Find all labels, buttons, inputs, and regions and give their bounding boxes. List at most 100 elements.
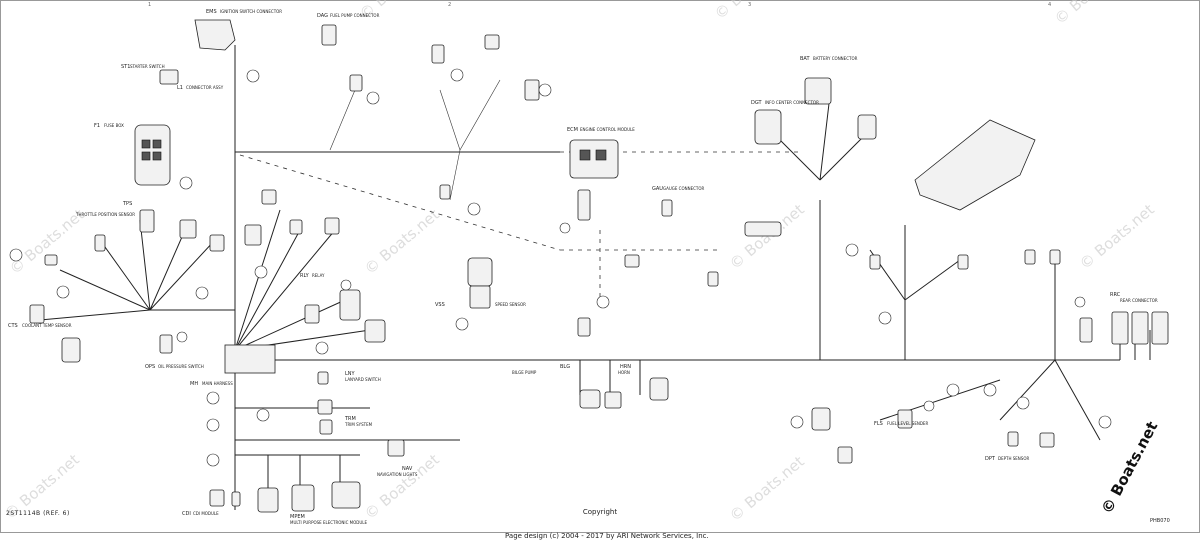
component-label: BATTERY CONNECTOR — [813, 56, 858, 61]
component-code: BLG — [560, 364, 570, 370]
callout-circle — [538, 83, 552, 97]
callout-circle — [206, 391, 220, 405]
watermark: © Boats.net — [1076, 200, 1158, 273]
connector-icon — [331, 481, 361, 509]
logo-text: © Boats.net — [1098, 420, 1160, 517]
connector-icon — [1079, 317, 1093, 343]
connector-icon — [289, 219, 303, 235]
component-label: HORN — [618, 370, 630, 375]
component-label: FUEL LEVEL SENDER — [887, 421, 928, 426]
component-code: DPT — [985, 456, 996, 462]
sensor-icon — [661, 199, 673, 217]
reference-code: PHB070 — [1150, 518, 1170, 524]
connector-icon — [577, 317, 591, 337]
callout-circle — [315, 341, 329, 355]
relay-icon — [339, 289, 361, 321]
copyright-line: Copyright — [582, 508, 618, 516]
component-code: CDI — [182, 511, 191, 517]
branch-right-fan — [769, 94, 871, 181]
oil-switch-icon — [159, 334, 173, 354]
connector-icon — [439, 184, 451, 200]
callout-circle — [983, 383, 997, 397]
component-code: FLS — [874, 421, 883, 427]
component-label: COOLANT TEMP SENSOR — [22, 323, 72, 328]
connector-icon — [44, 254, 58, 266]
callout-circle — [256, 408, 270, 422]
connector-icon — [179, 219, 197, 239]
connector-icon — [1024, 249, 1036, 265]
grid-tick: 1 — [148, 2, 152, 8]
component-label: INFO CENTER CONNECTOR — [765, 100, 819, 105]
component-code: HRN — [620, 364, 631, 370]
component-code: NAV — [402, 466, 413, 472]
callout-circle — [455, 317, 469, 331]
callout-circle — [1074, 296, 1086, 308]
wire-harness — [39, 45, 1151, 510]
connector-icon — [649, 377, 669, 401]
branch-mid-right-fan — [869, 225, 961, 360]
pump-body-icon — [469, 285, 491, 309]
switch-icon — [1131, 311, 1149, 345]
connector-icon — [579, 389, 601, 409]
branch-center-fan — [234, 209, 371, 351]
labels-layer: EMS IGNITION SWITCH CONNECTOR ST1 STARTE… — [8, 9, 1158, 525]
component-code: L1 — [177, 85, 183, 91]
callout-circle — [790, 415, 804, 429]
callout-circle — [596, 295, 610, 309]
connector-icon — [484, 34, 500, 50]
callout-circle — [254, 265, 268, 279]
harness-junction-icon — [224, 344, 276, 374]
ecm-pin-icon — [595, 149, 607, 161]
connector-icon — [1049, 249, 1061, 265]
diagonal-dashed — [239, 154, 561, 251]
component-label: CDI MODULE — [193, 511, 219, 516]
component-code: F1 — [94, 123, 100, 129]
upper-center-fan — [329, 79, 501, 201]
component-label: SPEED SENSOR — [495, 302, 526, 307]
component-code: GAU — [652, 186, 663, 192]
callout-circle — [56, 285, 70, 299]
callout-circle — [450, 68, 464, 82]
connector-icon — [364, 319, 386, 343]
connector-icon — [304, 304, 320, 324]
component-label: MAIN HARNESS — [202, 381, 233, 386]
watermark: © Boats.net — [356, 0, 438, 23]
connector-icon — [349, 74, 363, 92]
connector-icon — [1007, 431, 1019, 447]
component-code: LNY — [345, 371, 356, 377]
connector-icon — [29, 304, 45, 324]
callout-circle — [559, 222, 571, 234]
connector-icon — [869, 254, 881, 270]
branch-lower-right — [879, 359, 1101, 441]
connector-icon — [857, 114, 877, 140]
callout-circle — [467, 202, 481, 216]
watermark: © Boats.net — [1051, 0, 1133, 28]
fuse-box-icon — [134, 124, 171, 186]
component-label: TRIM SYSTEM — [344, 422, 373, 427]
switch-icon — [1151, 311, 1169, 345]
component-code: RRC — [1110, 292, 1121, 298]
component-code: DGT — [751, 100, 763, 106]
component-code: MH — [190, 381, 198, 387]
fuse-slot-icon — [152, 151, 162, 161]
connector-icon — [317, 399, 333, 415]
connector-icon — [707, 271, 719, 287]
connector-icon — [624, 254, 640, 268]
connector-icon — [209, 234, 225, 252]
branch-left-fan — [39, 219, 235, 321]
harness-cover-icon — [914, 119, 1036, 211]
component-code: ECM — [567, 127, 578, 133]
component-label: STARTER SWITCH — [130, 64, 165, 69]
copyright-line: Page design (c) 2004 - 2017 by ARI Netwo… — [505, 532, 709, 540]
watermark: © Boats.net — [726, 200, 808, 273]
pump-icon — [467, 257, 493, 287]
connector-icon — [139, 209, 155, 233]
switch-icon — [1111, 311, 1129, 345]
callout-circle — [946, 383, 960, 397]
boats-net-logo: © Boats.net — [1098, 420, 1160, 517]
sensor-icon — [94, 234, 106, 252]
callout-circle — [923, 400, 935, 412]
component-code: BAT — [800, 56, 810, 62]
callout-circle — [9, 248, 23, 262]
component-label: ENGINE CONTROL MODULE — [580, 127, 635, 132]
